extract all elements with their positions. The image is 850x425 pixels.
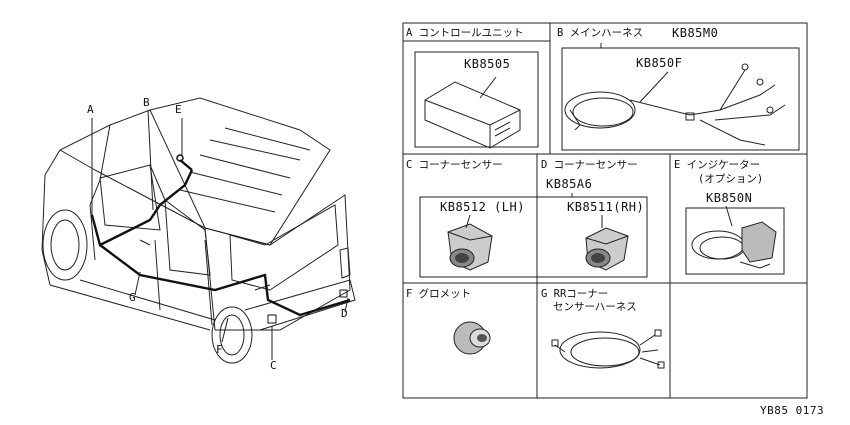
corner-sensor-rh-illustration [585, 227, 629, 271]
callout-c: C [270, 359, 277, 372]
harness-route [90, 154, 351, 324]
drawing-code: YB85 0173 [760, 404, 825, 417]
callout-leaders [91, 109, 349, 360]
cell-g-title-line1: G RRコーナー [541, 288, 609, 300]
cell-c-title: C コーナーセンサー [406, 159, 503, 171]
cell-f-title: F グロメット [406, 288, 472, 300]
grommet-illustration [453, 321, 491, 355]
cell-b-title: B メインハーネス [557, 27, 644, 39]
callout-f: F [216, 343, 223, 356]
cell-d-title: D コーナーセンサー [541, 159, 638, 171]
cell-e-title-line1: E インジケーター [674, 159, 761, 171]
corner-sensor-lh-illustration [447, 223, 493, 271]
cell-b-part-number-main: KB85M0 [672, 26, 719, 40]
cell-a-title: A コントロールユニット [406, 27, 524, 39]
cell-b-part-number-sub: KB850F [636, 56, 683, 70]
callout-d: D [341, 307, 348, 320]
main-harness-illustration [564, 63, 786, 146]
cell-d-part-number-sub: KB8511(RH) [567, 200, 645, 214]
callout-e: E [175, 103, 182, 116]
cell-d-part-number-main: KB85A6 [546, 177, 593, 191]
indicator-illustration [691, 221, 777, 269]
callout-b: B [143, 96, 150, 109]
rr-corner-harness-illustration [551, 329, 665, 369]
callout-a: A [87, 103, 94, 116]
cell-c-part-number: KB8512 (LH) [440, 200, 525, 214]
parts-table-grid [402, 22, 808, 399]
cell-a-part-number: KB8505 [464, 57, 511, 71]
cell-g-title-line2: センサーハーネス [553, 301, 637, 313]
vehicle-outline [41, 97, 356, 364]
cell-e-part-number: KB850N [706, 191, 753, 205]
control-unit-illustration [424, 81, 521, 149]
cell-e-title-line2: (オプション) [698, 173, 764, 185]
callout-g: G [129, 291, 136, 304]
part-leaders [465, 43, 733, 229]
